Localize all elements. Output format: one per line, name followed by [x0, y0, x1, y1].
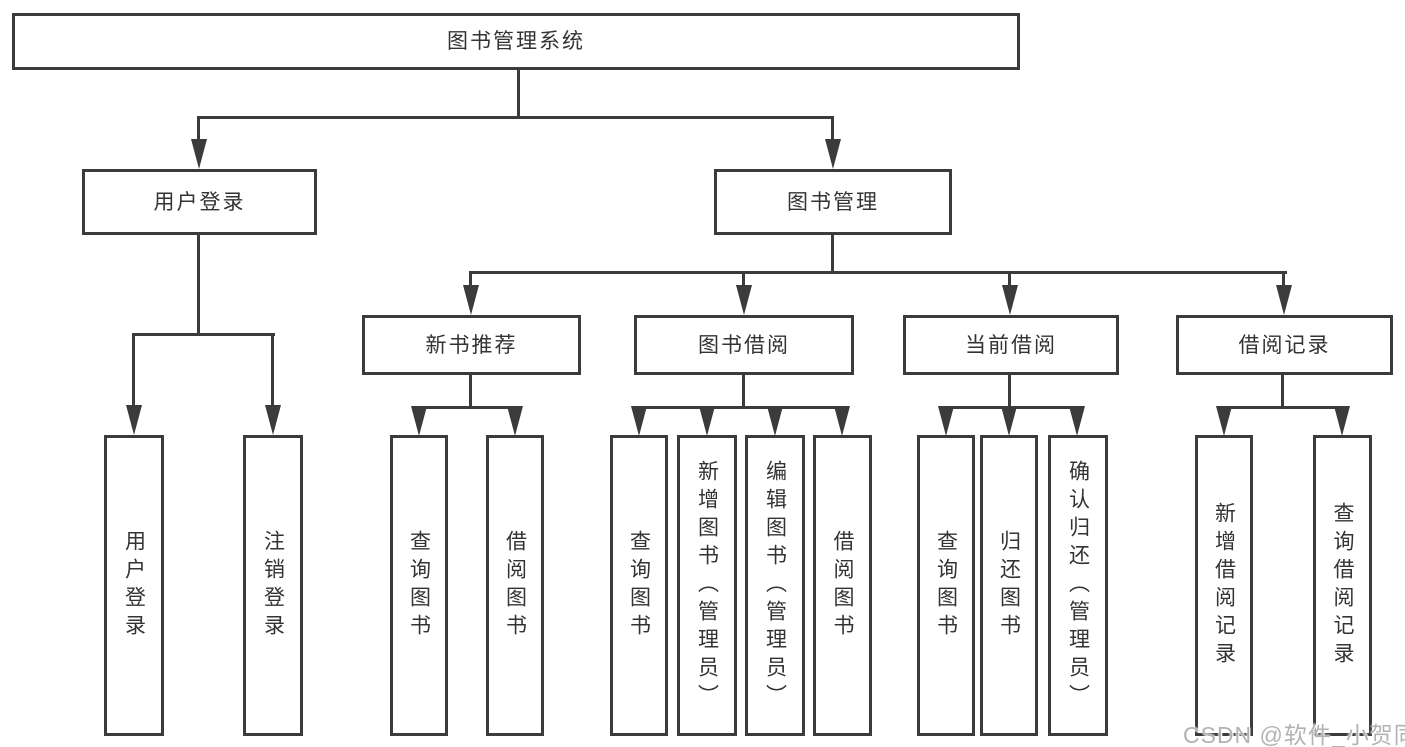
arrow-to-ul-login	[126, 405, 142, 435]
connector-user-login-trunk	[197, 235, 200, 336]
leaf-bb-edit-books-admin: 编辑图书（管理员）	[745, 435, 805, 736]
leaf-nb-borrow-books: 借阅图书	[486, 435, 544, 736]
arrow-to-br-add	[1216, 406, 1232, 436]
leaf-nb-borrow-books-label: 借阅图书	[503, 529, 527, 642]
connector-stem-borrow-record	[1282, 271, 1285, 291]
arrow-to-bb-query	[631, 406, 647, 436]
leaf-user-login: 用户登录	[104, 435, 164, 736]
node-new-book: 新书推荐	[362, 315, 581, 375]
csdn-watermark: CSDN @软件_小贺同学	[1183, 722, 1405, 747]
leaf-cb-query-books: 查询图书	[917, 435, 975, 736]
leaf-bb-query-books: 查询图书	[610, 435, 668, 736]
leaf-cb-confirm-return-admin-label: 确认归还（管理员）	[1066, 459, 1090, 712]
leaf-cb-confirm-return-admin: 确认归还（管理员）	[1048, 435, 1108, 736]
connector-stem-new-book	[469, 271, 472, 291]
connector-stem-book-mgmt	[831, 116, 834, 144]
arrow-to-ul-logout	[265, 405, 281, 435]
connector-stem-user-login	[197, 116, 200, 144]
leaf-cb-return-books: 归还图书	[980, 435, 1038, 736]
arrow-to-br-query	[1334, 406, 1350, 436]
node-root: 图书管理系统	[12, 13, 1020, 70]
leaf-cb-query-books-label: 查询图书	[934, 529, 958, 642]
connector-new-book-rail	[417, 406, 517, 409]
leaf-bb-borrow-books-label: 借阅图书	[831, 529, 854, 642]
connector-current-borrow-trunk	[1008, 375, 1011, 409]
leaf-bb-query-books-label: 查询图书	[627, 529, 651, 642]
leaf-bb-borrow-books: 借阅图书	[813, 435, 872, 736]
arrow-to-cb-return	[1001, 406, 1017, 436]
arrow-to-user-login	[191, 139, 207, 169]
leaf-br-add-record: 新增借阅记录	[1195, 435, 1253, 736]
leaf-cb-return-books-label: 归还图书	[997, 529, 1021, 642]
arrow-to-cb-query	[938, 406, 954, 436]
leaf-bb-add-books-admin: 新增图书（管理员）	[677, 435, 737, 736]
connector-stem-book-borrow	[742, 271, 745, 291]
arrow-to-cb-confirm	[1069, 406, 1085, 436]
connector-borrow-record-trunk	[1281, 375, 1284, 409]
connector-new-book-trunk	[469, 375, 472, 409]
leaf-logout-label: 注销登录	[261, 529, 285, 642]
node-book-borrow: 图书借阅	[634, 315, 854, 375]
node-user-login: 用户登录	[82, 169, 317, 235]
arrow-to-bb-edit	[767, 406, 783, 436]
leaf-nb-query-books: 查询图书	[390, 435, 448, 736]
node-borrow-record: 借阅记录	[1176, 315, 1393, 375]
leaf-bb-edit-books-admin-label: 编辑图书（管理员）	[763, 459, 787, 712]
arrow-to-bb-add	[699, 406, 715, 436]
connector-user-login-rail	[132, 333, 275, 336]
connector-book-borrow-rail	[637, 406, 844, 409]
leaf-bb-add-books-admin-label: 新增图书（管理员）	[695, 459, 719, 712]
node-current-borrow-label: 当前借阅	[965, 333, 1057, 357]
connector-stem-current-borrow	[1008, 271, 1011, 291]
leaf-br-query-record: 查询借阅记录	[1313, 435, 1372, 736]
leaf-br-add-record-label: 新增借阅记录	[1212, 501, 1236, 670]
connector-book-mgmt-trunk	[831, 235, 834, 274]
node-book-mgmt-label: 图书管理	[787, 190, 879, 214]
node-book-borrow-label: 图书借阅	[698, 333, 790, 357]
node-new-book-label: 新书推荐	[425, 333, 518, 357]
arrow-to-nb-borrow	[507, 406, 523, 436]
connector-book-borrow-trunk	[742, 375, 745, 409]
node-root-label: 图书管理系统	[447, 30, 585, 53]
connector-stem-ul-login	[132, 333, 135, 410]
connector-level2-rail	[197, 116, 834, 119]
connector-root-trunk	[517, 70, 520, 118]
arrow-to-borrow-record	[1276, 285, 1292, 315]
leaf-logout: 注销登录	[243, 435, 303, 736]
node-current-borrow: 当前借阅	[903, 315, 1119, 375]
node-book-mgmt: 图书管理	[714, 169, 952, 235]
arrow-to-nb-query	[411, 406, 427, 436]
arrow-to-new-book	[463, 285, 479, 315]
arrow-to-current-borrow	[1002, 285, 1018, 315]
node-user-login-label: 用户登录	[153, 190, 246, 214]
connector-level3-rail	[469, 271, 1287, 274]
arrow-to-bb-borrow	[834, 406, 850, 436]
arrow-to-book-borrow	[736, 285, 752, 315]
leaf-br-query-record-label: 查询借阅记录	[1331, 501, 1354, 670]
connector-stem-ul-logout	[271, 333, 274, 410]
arrow-to-book-mgmt	[825, 139, 841, 169]
leaf-nb-query-books-label: 查询图书	[407, 529, 431, 642]
node-borrow-record-label: 借阅记录	[1238, 333, 1331, 357]
connector-borrow-record-rail	[1221, 406, 1344, 409]
leaf-user-login-label: 用户登录	[122, 529, 146, 642]
